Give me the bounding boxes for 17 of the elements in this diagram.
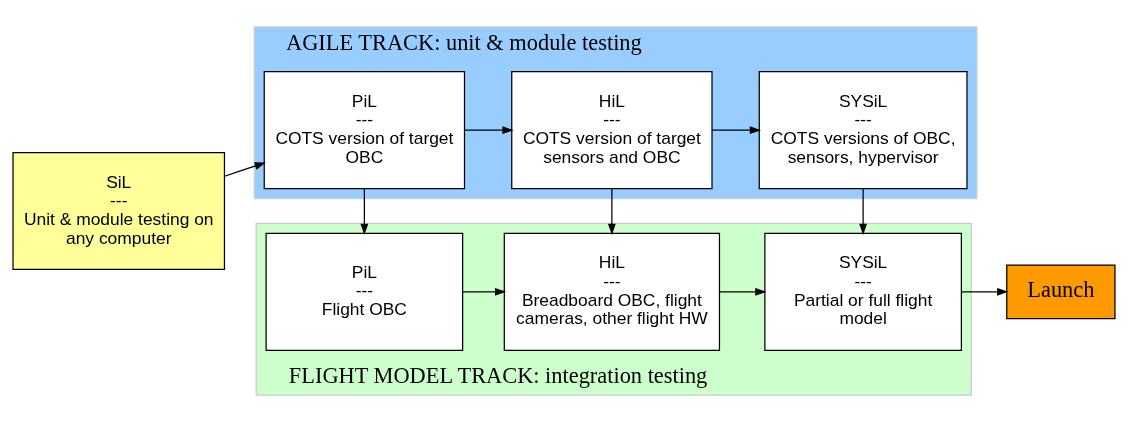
node-box: SYSiL --- COTS versions of OBC, sensors, hypervisor [758, 71, 968, 190]
arrow [462, 287, 507, 296]
node-box: HiL --- Breadboard OBC, flight cameras, other flight HW [503, 232, 721, 351]
arrow [463, 126, 514, 135]
node-box: SYSiL --- Partial or full flight model [764, 232, 962, 351]
arrow [711, 126, 761, 135]
arrow [960, 287, 1009, 296]
node-box: PiL --- COTS version of target OBC [263, 71, 466, 190]
arrow [859, 188, 868, 235]
node-box: PiL --- Flight OBC [265, 232, 464, 351]
node-box: Launch [1006, 264, 1116, 320]
arrow [360, 188, 369, 235]
node-box: HiL --- COTS version of target sensors and OBC [511, 71, 713, 190]
arrow [719, 287, 767, 296]
arrow [223, 162, 266, 177]
arrow [607, 188, 616, 235]
node-box: SiL --- Unit & module testing on any computer [12, 151, 226, 271]
